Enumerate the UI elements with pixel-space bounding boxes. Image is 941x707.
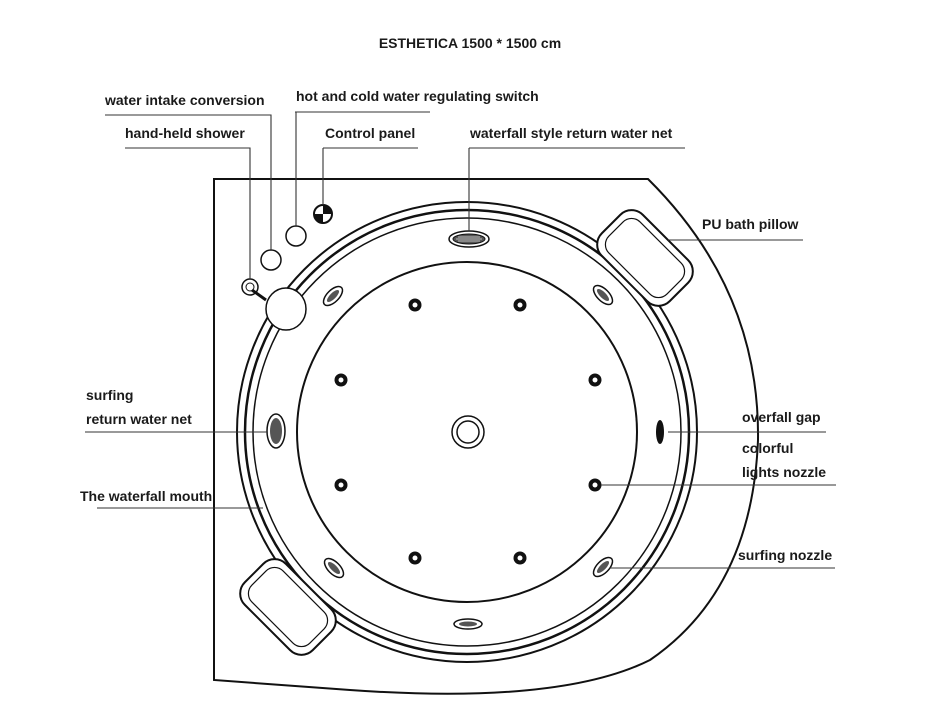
surfing-nozzle-tr bbox=[592, 284, 614, 306]
pu-bath-pillow-top bbox=[596, 209, 694, 307]
overfall-gap bbox=[656, 420, 664, 444]
light-nozzle bbox=[513, 298, 527, 312]
light-nozzle bbox=[588, 373, 602, 387]
light-nozzle bbox=[334, 373, 348, 387]
light-nozzle bbox=[408, 551, 422, 565]
surfing-nozzle-bl bbox=[323, 557, 345, 579]
tub-outline bbox=[213, 178, 760, 695]
label-colorful-1: colorful bbox=[742, 440, 793, 456]
water-intake-knob bbox=[260, 249, 282, 271]
surfing-nozzle-tl bbox=[322, 285, 344, 307]
hand-held-shower-icon bbox=[241, 278, 307, 331]
surfing-nozzle-br bbox=[592, 556, 614, 578]
hot-cold-switch-knob bbox=[285, 225, 307, 247]
label-waterfall-return-net: waterfall style return water net bbox=[469, 125, 673, 141]
light-nozzle bbox=[588, 478, 602, 492]
label-surfing-1: surfing bbox=[86, 387, 133, 403]
label-surfing-2: return water net bbox=[86, 411, 192, 427]
label-colorful-2: lights nozzle bbox=[742, 464, 826, 480]
control-panel-icon bbox=[313, 204, 333, 224]
leader-lines bbox=[85, 111, 836, 569]
surfing-nozzle-bottom bbox=[453, 618, 483, 630]
pu-bath-pillow-bottom bbox=[239, 558, 337, 656]
light-nozzle bbox=[408, 298, 422, 312]
light-nozzle bbox=[513, 551, 527, 565]
label-water-intake: water intake conversion bbox=[104, 92, 265, 108]
light-nozzle bbox=[334, 478, 348, 492]
label-control-panel: Control panel bbox=[325, 125, 415, 141]
label-overfall-gap: overfall gap bbox=[742, 409, 821, 425]
label-hand-held-shower: hand-held shower bbox=[125, 125, 245, 141]
drain bbox=[451, 415, 485, 449]
label-hot-cold-switch: hot and cold water regulating switch bbox=[296, 88, 539, 104]
label-pu-bath-pillow: PU bath pillow bbox=[702, 216, 799, 232]
surfing-return-net bbox=[266, 413, 286, 449]
basin-floor-ring bbox=[296, 261, 638, 603]
label-waterfall-mouth: The waterfall mouth bbox=[80, 488, 212, 504]
diagram-title: ESTHETICA 1500 * 1500 cm bbox=[379, 35, 561, 51]
waterfall-return-net bbox=[448, 230, 490, 248]
label-surfing-nozzle: surfing nozzle bbox=[738, 547, 832, 563]
